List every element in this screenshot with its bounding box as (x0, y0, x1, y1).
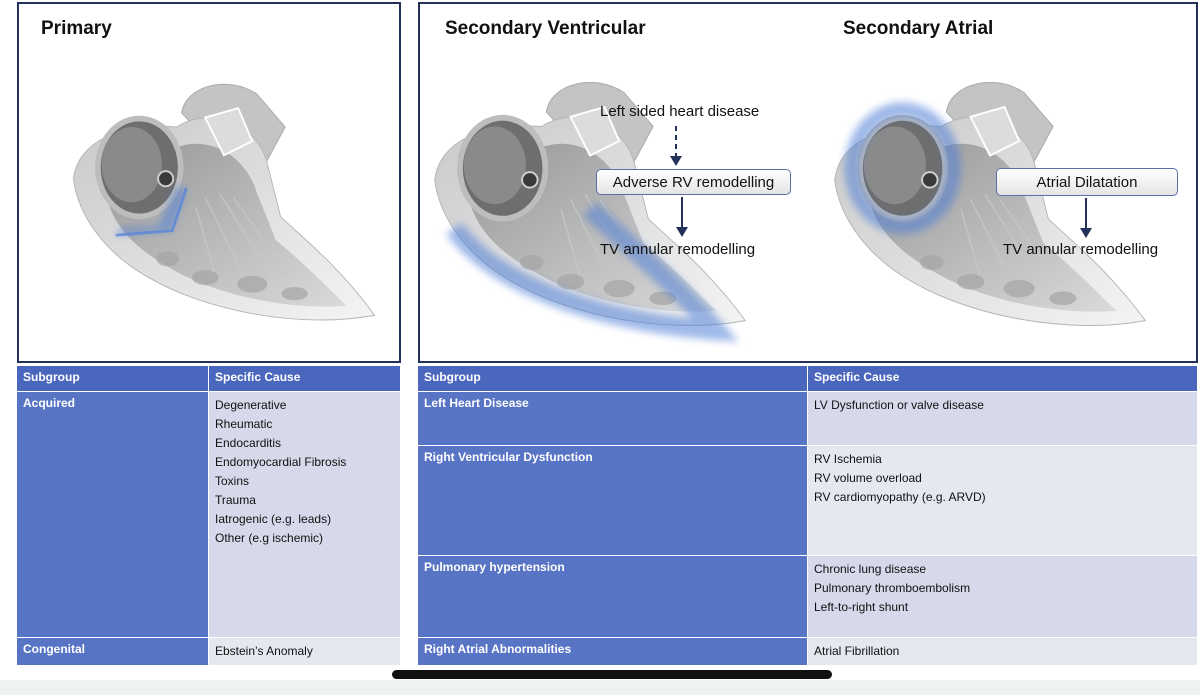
cause-item: Iatrogenic (e.g. leads) (215, 512, 332, 526)
cause-item: RV cardiomyopathy (e.g. ARVD) (814, 490, 986, 504)
table-row: Left Heart Disease LV Dysfunction or val… (418, 392, 1198, 446)
subgroup-cell: Pulmonary hypertension (418, 556, 808, 638)
cause-item: Endomyocardial Fibrosis (215, 455, 347, 469)
primary-title: Primary (41, 18, 112, 39)
primary-valve-highlight (115, 186, 187, 236)
cause-cell: Chronic lung disease Pulmonary thromboem… (808, 556, 1198, 638)
cause-item: RV volume overload (814, 471, 922, 485)
bottom-strip (0, 680, 1200, 695)
subgroup-header: Subgroup (418, 366, 808, 392)
cause-item: Trauma (215, 493, 256, 507)
subgroup-header: Subgroup (17, 366, 209, 392)
cause-item: LV Dysfunction or valve disease (814, 398, 984, 412)
cause-cell: LV Dysfunction or valve disease (808, 392, 1198, 446)
table-row: Right Atrial Abnormalities Atrial Fibril… (418, 638, 1198, 666)
primary-panel: Primary (17, 2, 401, 363)
cause-cell: Degenerative Rheumatic Endocarditis Endo… (209, 392, 401, 638)
tv-annular-remodelling-label-ventricular: TV annular remodelling (600, 241, 756, 258)
cause-item: Rheumatic (215, 417, 273, 431)
cause-item: RV Ischemia (814, 452, 882, 466)
cause-item: Ebstein’s Anomaly (215, 644, 313, 658)
cause-item: Chronic lung disease (814, 562, 927, 576)
atrial-dilatation-box: Atrial Dilatation (996, 168, 1178, 196)
rv-wall-highlight (446, 201, 739, 342)
cause-cell: Ebstein’s Anomaly (209, 638, 401, 666)
subgroup-cell: Acquired (17, 392, 209, 638)
subgroup-cell: Right Ventricular Dysfunction (418, 446, 808, 556)
table-row: Acquired Degenerative Rheumatic Endocard… (17, 392, 401, 638)
tv-annular-remodelling-label-atrial: TV annular remodelling (1003, 241, 1159, 258)
cause-item: Endocarditis (215, 436, 282, 450)
home-indicator-bar[interactable] (392, 670, 832, 679)
table-row: Congenital Ebstein’s Anomaly (17, 638, 401, 666)
subgroup-cell: Left Heart Disease (418, 392, 808, 446)
secondary-cause-table: Subgroup Specific Cause Left Heart Disea… (418, 366, 1198, 666)
table-header-row: Subgroup Specific Cause (17, 366, 401, 392)
cause-item: Toxins (215, 474, 250, 488)
secondary-panel: Secondary Ventricular Secondary Atrial L… (418, 2, 1198, 363)
cause-item: Pulmonary thromboembolism (814, 581, 971, 595)
primary-cause-table: Subgroup Specific Cause Acquired Degener… (17, 366, 401, 666)
specific-cause-header: Specific Cause (808, 366, 1198, 392)
subgroup-cell: Right Atrial Abnormalities (418, 638, 808, 666)
primary-heart-illustration (64, 62, 384, 352)
specific-cause-header: Specific Cause (209, 366, 401, 392)
secondary-ventricular-title: Secondary Ventricular (445, 18, 646, 39)
left-sided-heart-disease-label: Left sided heart disease (600, 103, 760, 120)
subgroup-cell: Congenital (17, 638, 209, 666)
table-row: Right Ventricular Dysfunction RV Ischemi… (418, 446, 1198, 556)
ventricular-heart-illustration (425, 64, 755, 342)
cause-item: Other (e.g ischemic) (215, 531, 324, 545)
secondary-atrial-title: Secondary Atrial (843, 18, 994, 39)
atrium-highlight (844, 102, 961, 235)
table-header-row: Subgroup Specific Cause (418, 366, 1198, 392)
adverse-rv-remodelling-box: Adverse RV remodelling (596, 169, 791, 195)
cause-cell: Atrial Fibrillation (808, 638, 1198, 666)
table-row: Pulmonary hypertension Chronic lung dise… (418, 556, 1198, 638)
atrial-heart-illustration (825, 64, 1155, 354)
cause-item: Left-to-right shunt (814, 600, 909, 614)
cause-item: Degenerative (215, 398, 287, 412)
dashed-arrow-icon (670, 126, 682, 166)
arrow-down-icon (1080, 198, 1092, 238)
arrow-down-icon (676, 197, 688, 237)
cause-item: Atrial Fibrillation (814, 644, 900, 658)
cause-cell: RV Ischemia RV volume overload RV cardio… (808, 446, 1198, 556)
